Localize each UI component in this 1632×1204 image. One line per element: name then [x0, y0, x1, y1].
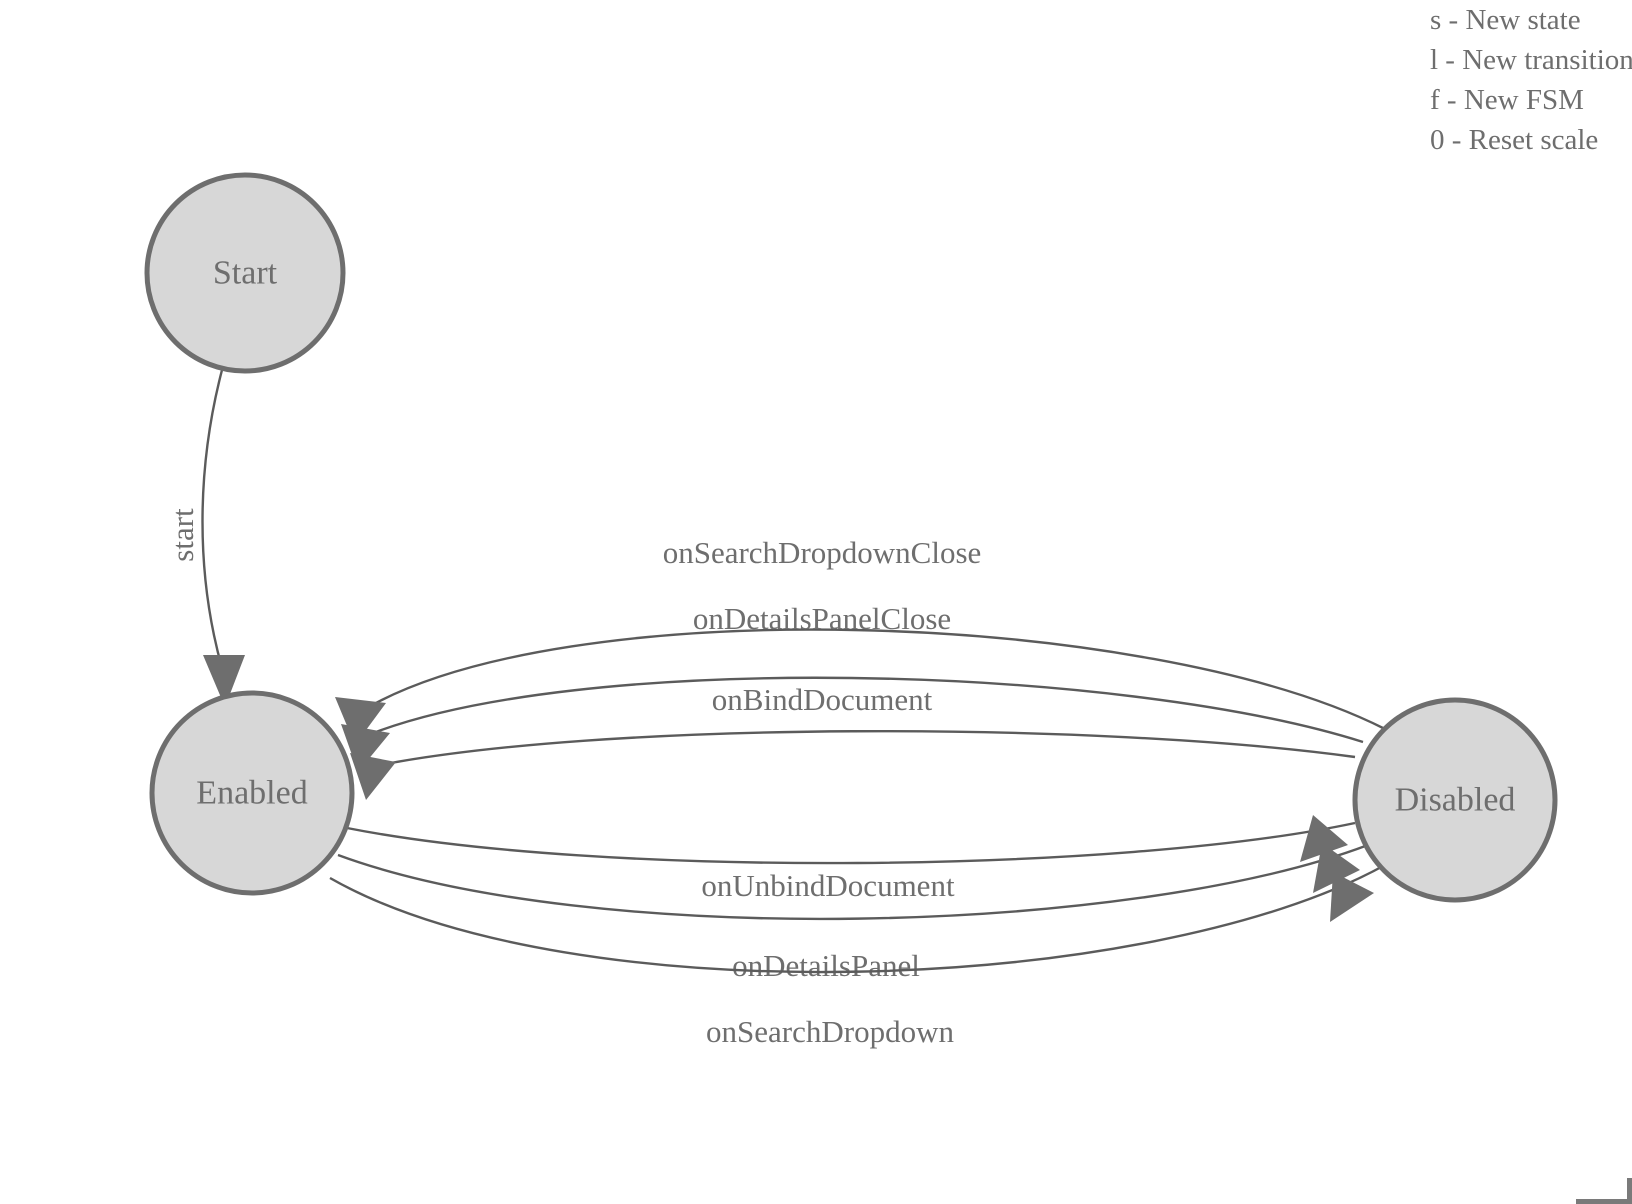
edge-on-bind-document-path [369, 729, 1356, 769]
edge-on-details-panel-close[interactable]: onDetailsPanelClose [341, 601, 1364, 772]
edge-on-search-dropdown-path [329, 863, 1386, 974]
state-node-start[interactable]: Start [144, 172, 346, 374]
edge-on-details-panel-close-path [362, 676, 1364, 744]
edge-on-unbind-document-label: onUnbindDocument [701, 868, 955, 903]
state-node-enabled-circle[interactable] [149, 690, 355, 896]
help-line-new-transition: l - New transition [1430, 44, 1632, 76]
edge-start-path [201, 369, 224, 669]
edge-on-unbind-document[interactable]: onUnbindDocument [346, 815, 1356, 903]
edge-start-arrowhead [203, 655, 245, 707]
edge-on-details-panel-arrowhead [1313, 843, 1360, 893]
help-line-new-fsm: f - New FSM [1430, 84, 1584, 116]
help-line-reset-scale: 0 - Reset scale [1430, 124, 1599, 156]
edge-on-details-panel-close-label: onDetailsPanelClose [693, 601, 951, 636]
edge-on-bind-document-arrowhead [350, 753, 396, 800]
edge-on-details-panel-label: onDetailsPanel [732, 948, 920, 983]
resize-corner-vertical-bar [1627, 1178, 1632, 1204]
edge-on-details-panel[interactable]: onDetailsPanel [337, 843, 1369, 983]
edge-on-unbind-document-arrowhead [1300, 815, 1348, 862]
state-node-disabled-label: Disabled [1395, 782, 1516, 819]
edge-on-search-dropdown-close-label: onSearchDropdownClose [663, 535, 982, 570]
edge-on-search-dropdown[interactable]: onSearchDropdown [329, 863, 1386, 1049]
edge-on-search-dropdown-label: onSearchDropdown [706, 1014, 954, 1049]
edge-on-bind-document-label: onBindDocument [712, 682, 933, 717]
state-node-enabled[interactable]: Enabled [149, 690, 355, 896]
state-node-disabled[interactable]: Disabled [1352, 697, 1558, 903]
edge-on-unbind-document-path [346, 821, 1356, 865]
state-node-disabled-circle[interactable] [1352, 697, 1558, 903]
state-node-start-label: Start [213, 255, 278, 292]
edge-on-details-panel-path [337, 843, 1369, 921]
edge-on-search-dropdown-close[interactable]: onSearchDropdownClose [335, 535, 1386, 745]
resize-corner[interactable] [1572, 1178, 1632, 1204]
edge-on-bind-document[interactable]: onBindDocument [350, 682, 1356, 800]
edge-on-search-dropdown-close-path [359, 628, 1386, 731]
help-legend: s - New state l - New transition f - New… [1430, 0, 1632, 160]
edge-on-search-dropdown-arrowhead [1330, 872, 1374, 922]
edge-on-search-dropdown-close-arrowhead [335, 697, 386, 745]
edge-on-details-panel-close-arrowhead [341, 724, 390, 772]
state-node-enabled-label: Enabled [196, 775, 307, 812]
edge-start[interactable]: start [165, 369, 245, 707]
state-node-start-circle[interactable] [144, 172, 346, 374]
edge-start-label: start [165, 508, 200, 562]
help-line-new-state: s - New state [1430, 4, 1581, 36]
resize-corner-horizontal-bar [1576, 1199, 1632, 1204]
